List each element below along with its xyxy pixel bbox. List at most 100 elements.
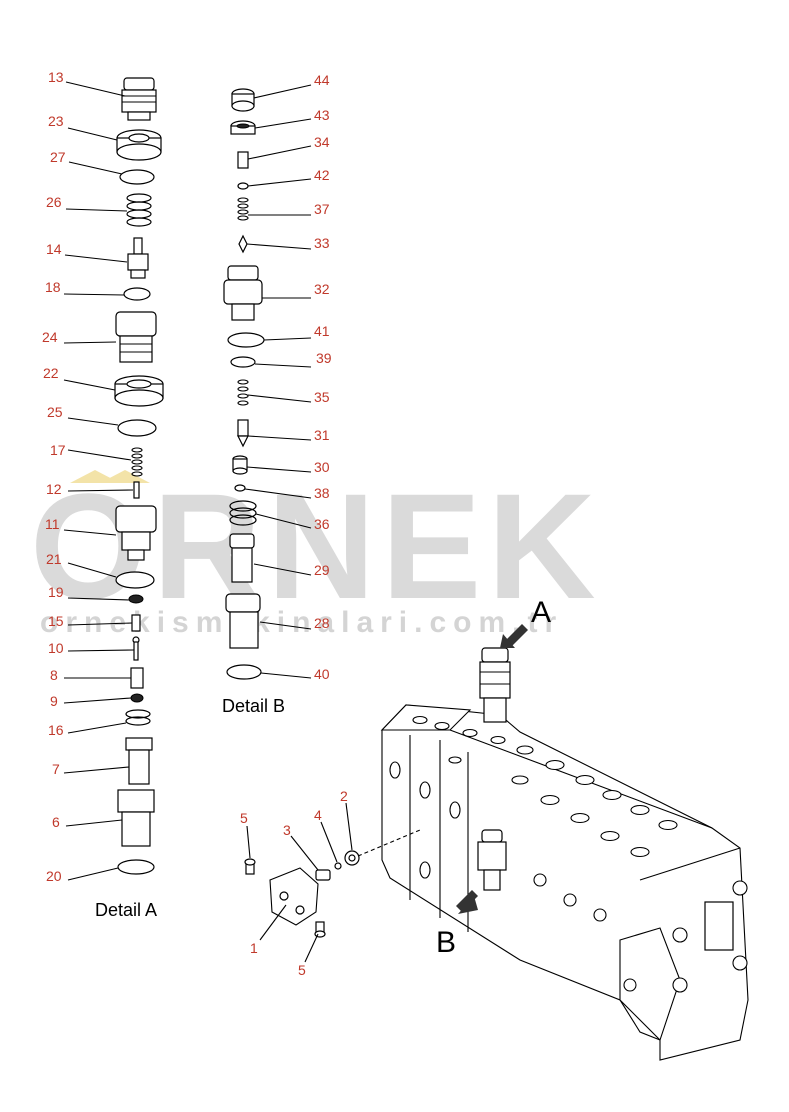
callout-3: 3 bbox=[283, 822, 291, 838]
part-20 bbox=[117, 859, 155, 875]
callout-21: 21 bbox=[46, 551, 62, 567]
callout-4: 4 bbox=[314, 807, 322, 823]
callout-5-lower: 5 bbox=[298, 962, 306, 978]
relief-valve-a bbox=[479, 647, 511, 723]
part-24 bbox=[115, 311, 157, 363]
callout-15: 15 bbox=[48, 613, 64, 629]
callout-6: 6 bbox=[52, 814, 60, 830]
part-9 bbox=[130, 693, 144, 703]
callout-22: 22 bbox=[43, 365, 59, 381]
callout-28: 28 bbox=[314, 615, 330, 631]
part-15 bbox=[131, 614, 141, 632]
callout-32: 32 bbox=[314, 281, 330, 297]
part-26 bbox=[126, 193, 152, 227]
part-31 bbox=[237, 419, 249, 448]
part-3 bbox=[315, 869, 331, 881]
part-27 bbox=[119, 169, 155, 185]
callout-31: 31 bbox=[314, 427, 330, 443]
callout-25: 25 bbox=[47, 404, 63, 420]
part-11 bbox=[115, 505, 157, 561]
callout-39: 39 bbox=[316, 350, 332, 366]
part-34 bbox=[237, 151, 249, 169]
part-22 bbox=[114, 375, 164, 407]
callout-41: 41 bbox=[314, 323, 330, 339]
callout-34: 34 bbox=[314, 134, 330, 150]
part-5-upper bbox=[244, 858, 256, 875]
callout-7: 7 bbox=[52, 761, 60, 777]
callout-13: 13 bbox=[48, 69, 64, 85]
part-33 bbox=[238, 234, 248, 254]
part-4 bbox=[334, 862, 342, 870]
callout-16: 16 bbox=[48, 722, 64, 738]
part-43 bbox=[230, 120, 256, 135]
detail-a-label: Detail A bbox=[95, 900, 157, 920]
assembly-callouts: 5 3 4 2 1 5 bbox=[240, 788, 348, 978]
part-37 bbox=[237, 197, 249, 221]
callout-10: 10 bbox=[48, 640, 64, 656]
callout-12: 12 bbox=[46, 481, 62, 497]
detail-b-parts bbox=[223, 88, 265, 680]
relief-valve-b bbox=[477, 829, 507, 891]
callout-42: 42 bbox=[314, 167, 330, 183]
callout-27: 27 bbox=[50, 149, 66, 165]
part-30 bbox=[232, 455, 248, 475]
detail-b-callouts: 44 43 34 42 37 33 32 41 39 35 31 30 38 3… bbox=[314, 72, 332, 682]
view-letter-a: A bbox=[531, 596, 551, 629]
part-10 bbox=[132, 636, 140, 661]
part-32 bbox=[223, 265, 263, 321]
callout-36: 36 bbox=[314, 516, 330, 532]
callout-37: 37 bbox=[314, 201, 330, 217]
callout-44: 44 bbox=[314, 72, 330, 88]
callout-43: 43 bbox=[314, 107, 330, 123]
part-14 bbox=[127, 237, 149, 279]
callout-14: 14 bbox=[46, 241, 62, 257]
part-7 bbox=[125, 737, 153, 785]
part-5-lower bbox=[314, 921, 326, 938]
leader-lines bbox=[63, 81, 353, 963]
watermark-sub: ornekismakinalari.com.tr bbox=[40, 606, 563, 639]
callout-19: 19 bbox=[48, 584, 64, 600]
part-2 bbox=[344, 850, 360, 866]
callout-11: 11 bbox=[45, 516, 60, 532]
callout-18: 18 bbox=[45, 279, 61, 295]
callout-38: 38 bbox=[314, 485, 330, 501]
callout-1: 1 bbox=[250, 940, 258, 956]
view-letter-b: B bbox=[436, 926, 456, 959]
callout-33: 33 bbox=[314, 235, 330, 251]
control-valve-body bbox=[380, 647, 749, 1061]
part-44 bbox=[231, 88, 255, 112]
callout-2: 2 bbox=[340, 788, 348, 804]
part-28 bbox=[225, 593, 261, 649]
part-38 bbox=[234, 484, 246, 492]
valve-ports bbox=[389, 715, 748, 993]
part-18 bbox=[123, 287, 151, 301]
detail-b-label: Detail B bbox=[222, 696, 285, 716]
part-29 bbox=[229, 533, 255, 583]
part-25 bbox=[117, 419, 157, 437]
part-41 bbox=[227, 332, 265, 348]
part-16 bbox=[125, 709, 151, 726]
part-12 bbox=[133, 481, 140, 499]
callout-23: 23 bbox=[48, 113, 64, 129]
callout-9: 9 bbox=[50, 693, 58, 709]
callout-30: 30 bbox=[314, 459, 330, 475]
callout-8: 8 bbox=[50, 667, 58, 683]
part-21 bbox=[115, 571, 155, 589]
callout-17: 17 bbox=[50, 442, 66, 458]
callout-5-upper: 5 bbox=[240, 810, 248, 826]
part-40 bbox=[226, 664, 262, 680]
part-39 bbox=[230, 356, 256, 368]
callout-40: 40 bbox=[314, 666, 330, 682]
callout-29: 29 bbox=[314, 562, 330, 578]
part-13 bbox=[121, 77, 157, 121]
part-17 bbox=[131, 447, 143, 477]
part-23 bbox=[116, 129, 162, 161]
part-8 bbox=[130, 667, 144, 689]
callout-26: 26 bbox=[46, 194, 62, 210]
view-arrow-a bbox=[500, 624, 528, 648]
detail-a-parts bbox=[114, 77, 164, 875]
part-35 bbox=[237, 379, 249, 406]
detail-a-callouts: 13 23 27 26 14 18 24 22 25 17 12 11 21 1… bbox=[42, 69, 66, 884]
callout-24: 24 bbox=[42, 329, 58, 345]
